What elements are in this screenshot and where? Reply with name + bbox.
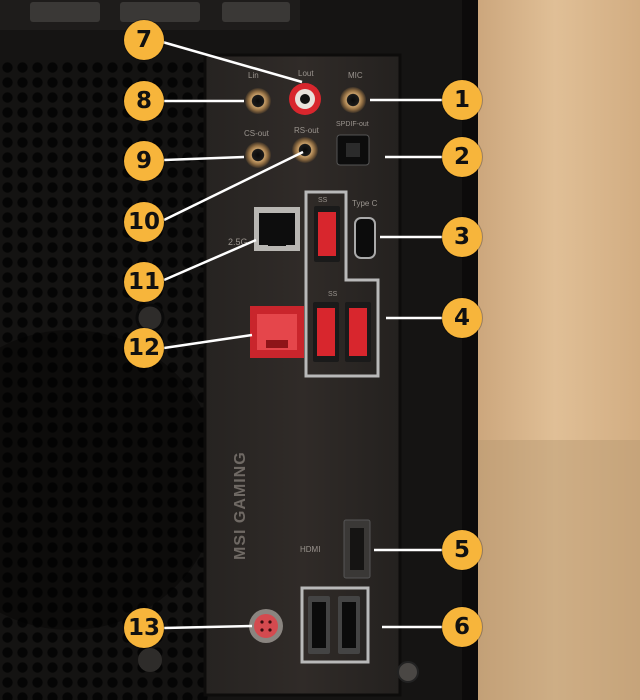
- spdif-label: SPDIF-out: [336, 121, 369, 128]
- case-mesh: [0, 60, 210, 700]
- callout-3: 3: [442, 217, 482, 257]
- line-in-label: Lin: [248, 71, 259, 80]
- callout-6: 6: [442, 607, 482, 647]
- ps2-port: [249, 609, 283, 643]
- wood-shadow: [470, 440, 640, 700]
- hdmi-port: [343, 519, 371, 579]
- usb-highlight-box: [304, 190, 380, 378]
- callout-4: 4: [442, 298, 482, 338]
- fan-shadow: [0, 330, 220, 630]
- leader-lines: [158, 39, 442, 630]
- top-ports-row: [0, 0, 300, 30]
- usb-a-label: SS: [318, 197, 328, 204]
- brand-text: MSI GAMING: [232, 451, 249, 560]
- callout-13: 13: [124, 608, 164, 648]
- usb-gen-label: SS: [328, 291, 338, 298]
- callout-12: 12: [124, 328, 164, 368]
- spdif-port: [336, 134, 370, 166]
- lan-red-port: [250, 306, 304, 358]
- rs-out-jack: [292, 137, 318, 163]
- panel-screw: [397, 661, 419, 683]
- line-out-label: Lout: [298, 69, 314, 78]
- lan-speed-label: 2.5G: [228, 237, 248, 247]
- callout-5: 5: [442, 530, 482, 570]
- usb-a-upper: [314, 206, 340, 262]
- audio-jacks: [245, 83, 366, 168]
- cs-out-jack: [245, 142, 271, 168]
- lan-2-5g-port: [254, 207, 300, 251]
- case-screw: [135, 303, 165, 333]
- callout-2: 2: [442, 137, 482, 177]
- usb-bottom-ports: [308, 596, 360, 654]
- callout-1: 1: [442, 80, 482, 120]
- rs-out-label: RS-out: [294, 126, 320, 135]
- cs-out-label: CS-out: [244, 129, 270, 138]
- hdmi-label: HDMI: [300, 545, 320, 554]
- callout-8: 8: [124, 81, 164, 121]
- mic-label: MIC: [348, 71, 363, 80]
- callout-10: 10: [124, 202, 164, 242]
- type-c-label: Type C: [352, 199, 378, 208]
- usb-a-lower: [313, 302, 371, 362]
- callout-7: 7: [124, 20, 164, 60]
- wood-background: [470, 0, 640, 700]
- usb-c-port: [354, 217, 376, 259]
- line-in-jack: [245, 88, 271, 114]
- callout-11: 11: [124, 262, 164, 302]
- case-foot: [138, 648, 162, 672]
- usb-bottom-highlight-box: [300, 586, 370, 664]
- mic-jack: [340, 87, 366, 113]
- callout-9: 9: [124, 141, 164, 181]
